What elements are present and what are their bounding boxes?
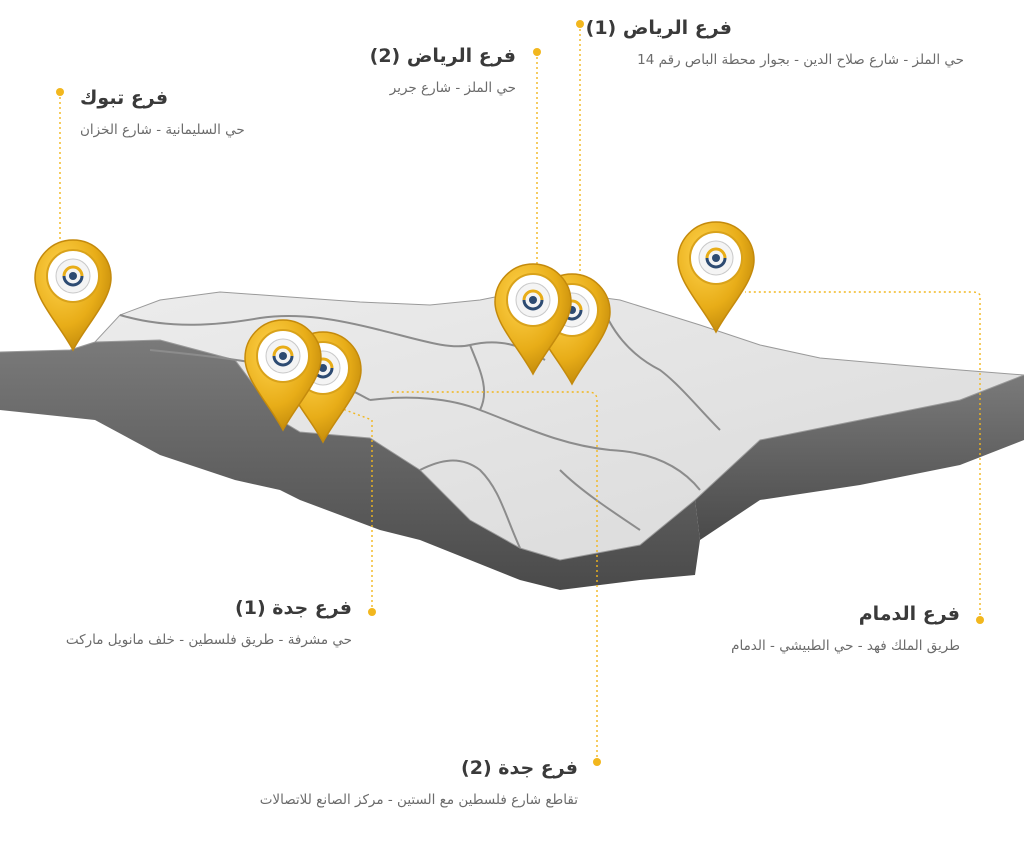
map-side-east bbox=[695, 375, 1024, 540]
branch-title: فرع تبوك bbox=[80, 87, 169, 109]
dot-tabuk bbox=[56, 88, 64, 96]
branch-title: فرع الدمام bbox=[858, 603, 960, 625]
pin-tabuk[interactable] bbox=[33, 238, 113, 352]
branch-dammam: فرع الدمام طريق الملك فهد - حي الطبيشي -… bbox=[731, 602, 960, 654]
dot-riyadh-2 bbox=[533, 48, 541, 56]
dot-dammam bbox=[976, 616, 984, 624]
branch-riyadh-1: فرع الرياض (1) حي الملز - شارع صلاح الدي… bbox=[585, 16, 964, 68]
branch-title: فرع جدة (2) bbox=[461, 757, 578, 779]
branch-title: فرع الرياض (2) bbox=[369, 45, 516, 67]
branch-title: فرع الرياض (1) bbox=[585, 17, 732, 39]
branch-address: حي الملز - شارع جرير bbox=[389, 80, 516, 96]
dot-jeddah-2 bbox=[593, 758, 601, 766]
dot-jeddah-1 bbox=[368, 608, 376, 616]
leader-lines bbox=[59, 24, 981, 762]
branch-jeddah-1: فرع جدة (1) حي مشرفة - طريق فلسطين - خلف… bbox=[66, 596, 352, 648]
branch-riyadh-2: فرع الرياض (2) حي الملز - شارع جرير bbox=[370, 44, 516, 96]
branch-address: حي الملز - شارع صلاح الدين - بجوار محطة … bbox=[637, 52, 964, 68]
map-side-west bbox=[0, 340, 700, 590]
branch-jeddah-2: فرع جدة (2) تقاطع شارع فلسطين مع الستين … bbox=[260, 756, 578, 808]
pin-dammam[interactable] bbox=[676, 220, 756, 334]
branch-address: تقاطع شارع فلسطين مع الستين - مركز الصان… bbox=[259, 792, 578, 808]
branch-address: حي مشرفة - طريق فلسطين - خلف مانويل مارك… bbox=[65, 632, 352, 648]
branch-title: فرع جدة (1) bbox=[235, 597, 352, 619]
dot-riyadh-1 bbox=[576, 20, 584, 28]
branch-tabuk: فرع تبوك حي السليمانية - شارع الخزان bbox=[80, 86, 245, 138]
branch-address: حي السليمانية - شارع الخزان bbox=[80, 122, 245, 138]
branch-address: طريق الملك فهد - حي الطبيشي - الدمام bbox=[731, 638, 960, 654]
